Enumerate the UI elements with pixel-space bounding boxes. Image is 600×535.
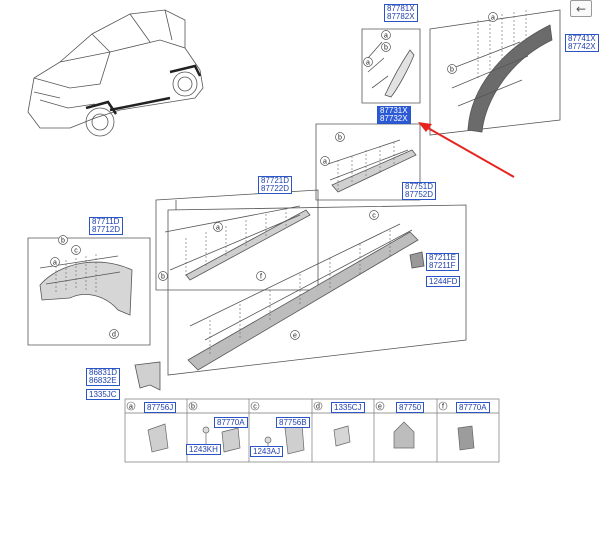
legend-letter-c: c <box>253 404 257 411</box>
legend-part-87750[interactable]: 87750 <box>396 402 425 413</box>
legend-part-1335cj[interactable]: 1335CJ <box>331 402 365 413</box>
legend-part-1243kh[interactable]: 1243KH <box>186 444 221 455</box>
part-number: 87721D <box>261 176 290 185</box>
callout-b: b <box>384 45 388 52</box>
callout-b: b <box>450 67 454 74</box>
part-number: 87211E <box>429 253 456 262</box>
part-number: 87712D <box>92 225 121 234</box>
callout-a: a <box>491 15 495 22</box>
back-button[interactable]: ← <box>570 0 592 17</box>
part-number: 87741X <box>568 34 596 43</box>
legend-part-87770a-b[interactable]: 87770A <box>214 417 248 428</box>
part-number: 86832E <box>89 376 117 385</box>
callout-a: a <box>323 159 327 166</box>
callout-d: d <box>112 332 116 339</box>
legend-letter-d: d <box>316 404 320 411</box>
part-87711d-tag[interactable]: 87711D 87712D <box>89 217 124 235</box>
car-illustration <box>27 9 204 137</box>
legend-letter-e: e <box>378 404 382 411</box>
callout-c: c <box>372 213 376 220</box>
part-number: 87752D <box>405 190 434 199</box>
legend-letter-f: f <box>442 404 444 411</box>
part-87731x-tag-selected[interactable]: 87731X 87732X <box>377 106 411 124</box>
sill-box <box>167 204 467 376</box>
legend-letter-a: a <box>129 404 133 411</box>
part-number: 87211F <box>429 261 456 270</box>
callout-b: b <box>161 274 165 281</box>
part-number: 87781X <box>387 4 415 13</box>
part-87751d-tag[interactable]: 87751D 87752D <box>402 182 437 200</box>
callout-b: b <box>338 135 342 142</box>
legend-part-87770a-f[interactable]: 87770A <box>456 402 490 413</box>
legend-letter-b: b <box>191 404 195 411</box>
legend-table <box>124 398 500 463</box>
legend-part-87756j[interactable]: 87756J <box>144 402 177 413</box>
part-87741x-tag[interactable]: 87741X 87742X <box>565 34 599 52</box>
part-number: 87732X <box>380 114 408 123</box>
callout-f: f <box>260 274 262 281</box>
part-number: 87731X <box>380 106 408 115</box>
callout-b: b <box>61 238 65 245</box>
part-number: 87751D <box>405 182 434 191</box>
part-number: 87782X <box>387 12 415 21</box>
part-1244fd-tag[interactable]: 1244FD <box>426 276 461 287</box>
part-87211e-tag[interactable]: 87211E 87211F <box>426 253 459 271</box>
part-number: 87742X <box>568 42 596 51</box>
callout-e: e <box>293 333 297 340</box>
callout-a: a <box>53 260 57 267</box>
callout-a: a <box>366 60 370 67</box>
part-number: 87711D <box>92 217 120 226</box>
callout-a: a <box>384 33 388 40</box>
part-86831d-tag[interactable]: 86831D 86832E <box>86 368 121 386</box>
callout-a: a <box>216 225 220 232</box>
callout-c: c <box>74 248 78 255</box>
part-number: 87722D <box>261 184 290 193</box>
part-87721d-tag[interactable]: 87721D 87722D <box>258 176 293 194</box>
red-arrow-icon <box>418 122 515 178</box>
part-1335jc-tag[interactable]: 1335JC <box>86 389 120 400</box>
part-87781x-tag[interactable]: 87781X 87782X <box>384 4 418 22</box>
legend-part-87756b[interactable]: 87756B <box>276 417 310 428</box>
arrow-left-icon: ← <box>575 1 587 16</box>
part-number: 86831D <box>89 368 118 377</box>
legend-part-1243aj[interactable]: 1243AJ <box>250 446 284 457</box>
